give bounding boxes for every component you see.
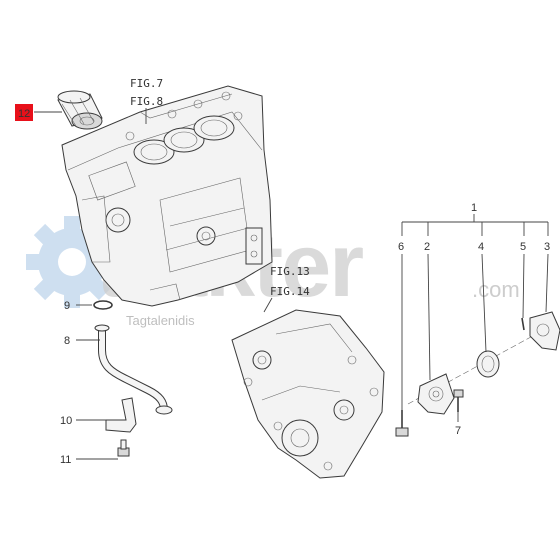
pump-bolt-7 bbox=[453, 389, 464, 412]
watermark-suffix: .com bbox=[472, 277, 520, 302]
callout-10: 10 bbox=[60, 415, 72, 427]
callout-6: 6 bbox=[398, 241, 404, 253]
oil-strainer-pipe bbox=[94, 324, 173, 415]
assembly-bracket-1 bbox=[401, 214, 549, 236]
oil-filter bbox=[57, 90, 103, 130]
o-ring bbox=[93, 300, 113, 310]
fig-ref-7: FIG.7 bbox=[130, 77, 163, 90]
pipe-bracket bbox=[105, 397, 137, 433]
callout-11: 11 bbox=[60, 454, 71, 466]
pump-rotor bbox=[476, 350, 500, 378]
watermark-byline: Tagtalenidis bbox=[126, 313, 195, 328]
callout-8: 8 bbox=[64, 335, 70, 347]
pump-pin bbox=[521, 317, 525, 331]
leader-4 bbox=[481, 253, 487, 353]
engine-block bbox=[61, 85, 273, 307]
callout-5: 5 bbox=[520, 241, 526, 253]
pump-bolt-6 bbox=[395, 410, 409, 437]
callout-3: 3 bbox=[544, 241, 550, 253]
callout-1: 1 bbox=[471, 202, 477, 214]
fig-ref-8: FIG.8 bbox=[130, 95, 163, 108]
callout-12-highlight bbox=[15, 104, 33, 121]
bolt-11 bbox=[117, 439, 130, 457]
callout-2: 2 bbox=[424, 241, 430, 253]
callout-9: 9 bbox=[64, 300, 70, 312]
leader-fig14 bbox=[263, 297, 273, 313]
callout-4: 4 bbox=[478, 241, 484, 253]
leader-3 bbox=[545, 253, 549, 313]
callout-12: 12 bbox=[18, 108, 30, 120]
leader-5 bbox=[522, 253, 525, 319]
pump-axis bbox=[407, 331, 541, 405]
fig-ref-14: FIG.14 bbox=[270, 285, 310, 298]
pump-body bbox=[529, 311, 560, 351]
fig-ref-13: FIG.13 bbox=[270, 265, 310, 278]
gear-case bbox=[231, 309, 385, 479]
pump-cover bbox=[417, 373, 455, 415]
callout-7: 7 bbox=[455, 425, 461, 437]
leader-2 bbox=[427, 253, 431, 381]
